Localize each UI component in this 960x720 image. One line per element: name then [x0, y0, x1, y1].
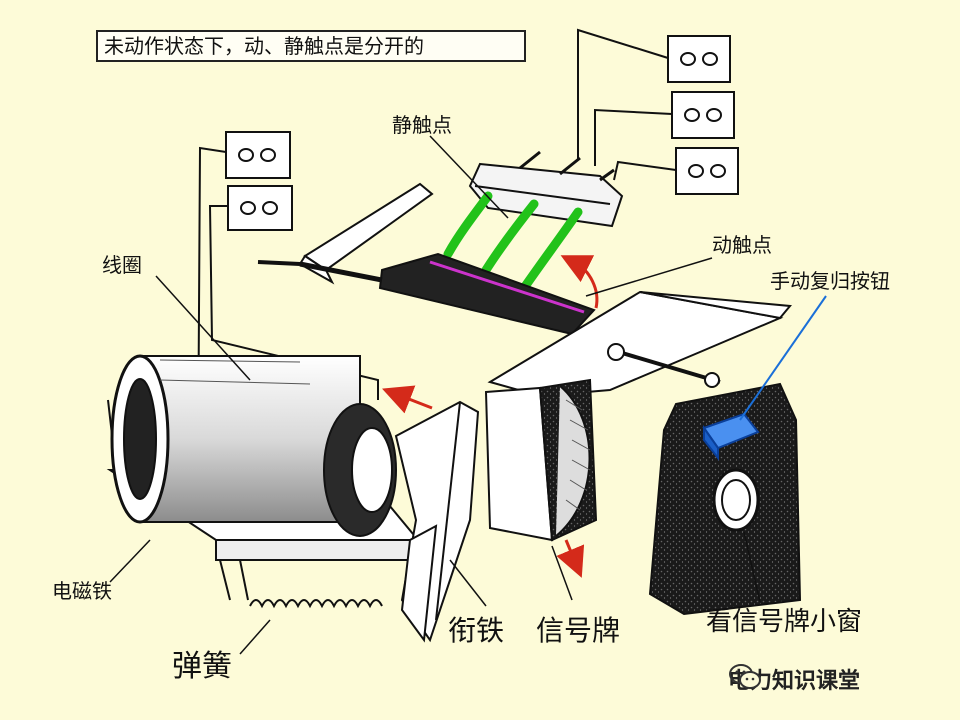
manual-reset-button [702, 412, 760, 461]
terminal-left-2 [227, 185, 293, 231]
signal-bracket [487, 290, 792, 398]
terminal-left-1 [225, 131, 291, 179]
label-moving-contact: 动触点 [712, 233, 772, 257]
armature [394, 400, 480, 643]
label-signal-window: 看信号牌小窗 [706, 607, 862, 637]
label-electromagnet: 电磁铁 [52, 579, 112, 603]
terminal-right-2 [671, 91, 735, 139]
watermark: 电力知识课堂 [728, 662, 860, 696]
terminal-right-3 [675, 147, 739, 195]
static-contact-bar [468, 150, 624, 228]
label-static-contact: 静触点 [392, 113, 452, 137]
state-caption: 未动作状态下，动、静触点是分开的 [96, 30, 526, 62]
chat-bubble-icon [729, 664, 761, 689]
spring [249, 599, 383, 609]
moving-contact-arm [257, 182, 596, 336]
label-spring: 弹簧 [172, 649, 232, 684]
label-signal-plate: 信号牌 [536, 614, 620, 647]
signal-plate [484, 378, 598, 542]
terminal-right-1 [667, 35, 731, 83]
label-coil: 线圈 [102, 253, 142, 277]
signal-window-plate [648, 382, 802, 616]
motion-arrows [382, 255, 599, 578]
static-contacts [443, 191, 583, 293]
label-manual-reset: 手动复归按钮 [770, 269, 890, 293]
label-armature: 衔铁 [448, 614, 504, 647]
coil [110, 354, 397, 537]
pointer-lines [109, 135, 827, 655]
